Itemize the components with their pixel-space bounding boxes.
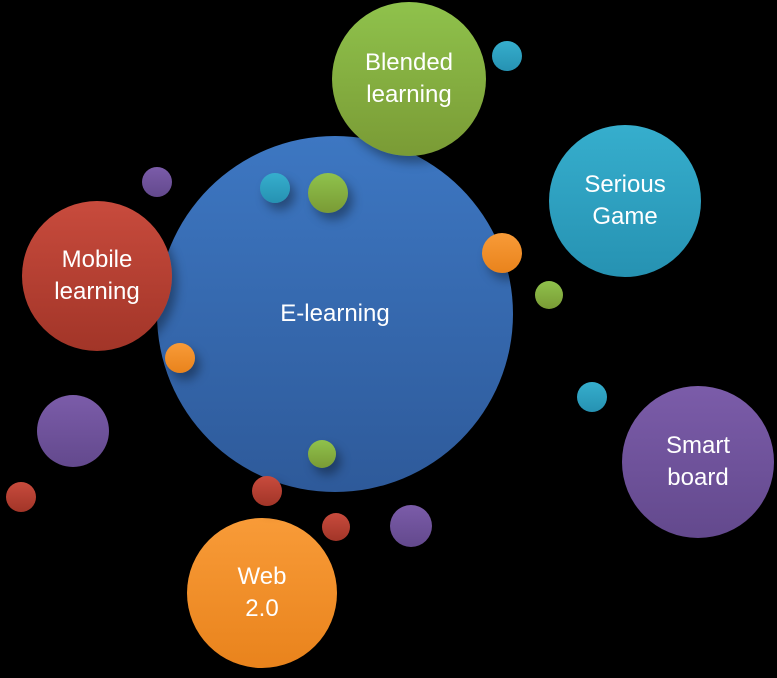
dot-purple-0 bbox=[142, 167, 172, 197]
dot-teal-3 bbox=[492, 41, 522, 71]
bubble-blended-learning: Blended learning bbox=[332, 2, 486, 156]
dot-red-10 bbox=[252, 476, 282, 506]
dot-purple-7 bbox=[37, 395, 109, 467]
bubble-label: Blended learning bbox=[364, 49, 454, 108]
bubble-label: Mobile learning bbox=[54, 246, 140, 305]
dot-red-11 bbox=[322, 513, 350, 541]
bubble-mobile-learning: Mobile learning bbox=[22, 201, 172, 351]
bubble-label: Smart board bbox=[665, 432, 730, 491]
bubble-label: E-learning bbox=[280, 300, 390, 328]
bubble-serious-game: Serious Game bbox=[549, 125, 701, 277]
dot-orange-4 bbox=[482, 233, 522, 273]
dot-teal-1 bbox=[260, 173, 290, 203]
bubble-label: Web 2.0 bbox=[237, 563, 287, 622]
dot-teal-13 bbox=[577, 382, 607, 412]
dot-green-5 bbox=[535, 281, 563, 309]
dot-red-8 bbox=[6, 482, 36, 512]
dot-orange-6 bbox=[165, 343, 195, 373]
bubble-label: Serious Game bbox=[584, 171, 666, 230]
dot-green-2 bbox=[308, 173, 348, 213]
dot-green-9 bbox=[308, 440, 336, 468]
dot-purple-12 bbox=[390, 505, 432, 547]
bubble-web-2-0: Web 2.0 bbox=[187, 518, 337, 668]
bubble-smart-board: Smart board bbox=[622, 386, 774, 538]
